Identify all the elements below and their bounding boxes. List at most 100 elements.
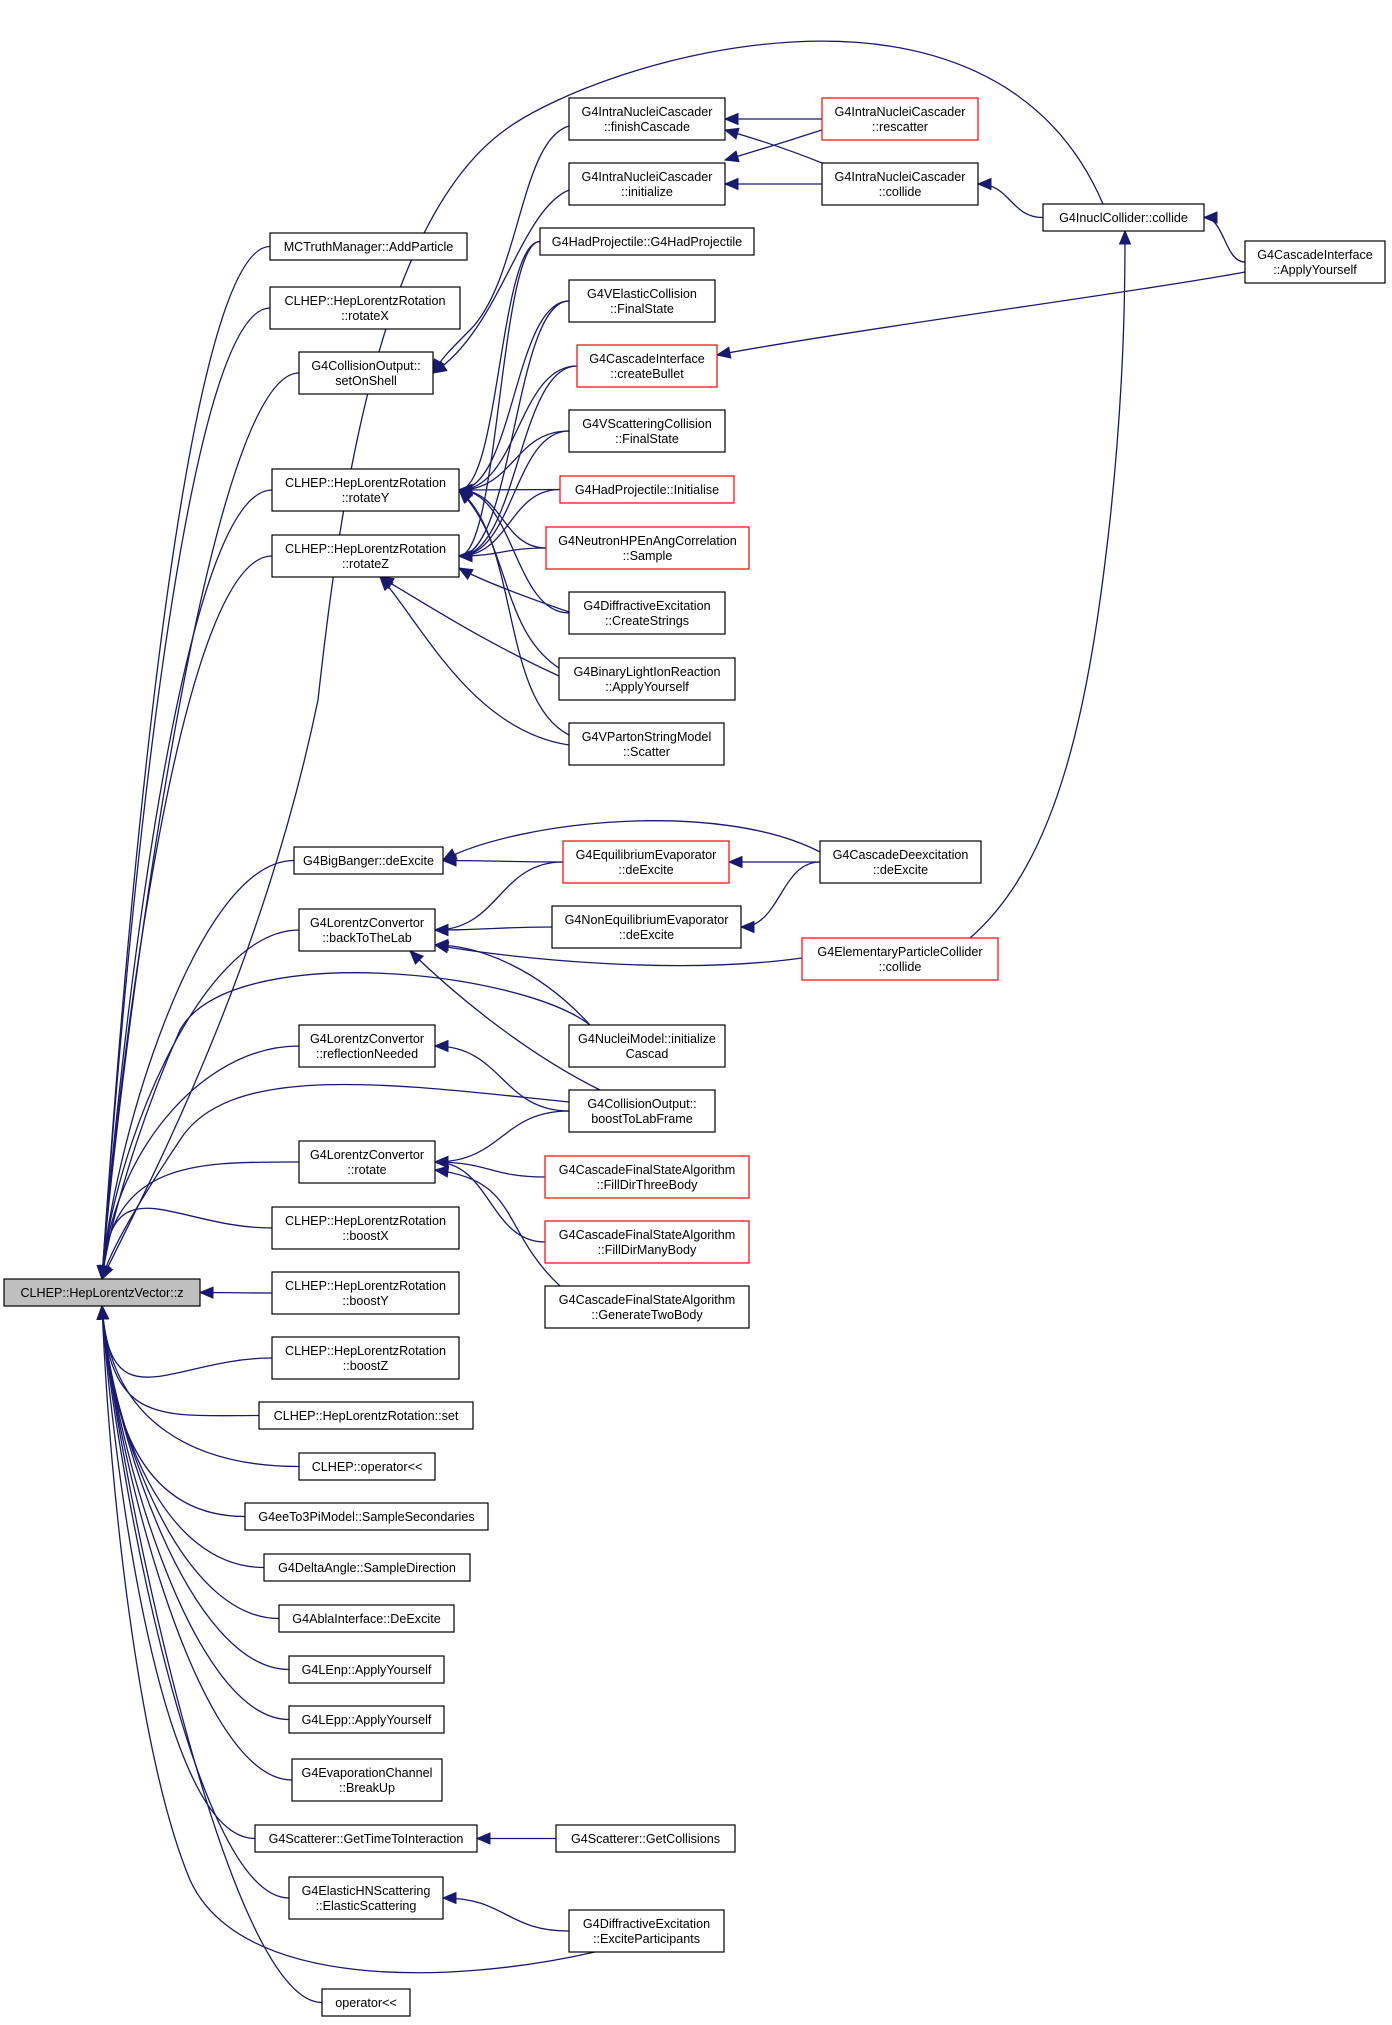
graph-node-neutronHP[interactable]: G4NeutronHPEnAngCorrelation::Sample [545,526,750,570]
graph-node-boostY[interactable]: CLHEP::HepLorentzRotation::boostY [271,1271,460,1315]
graph-node-backToLab[interactable]: G4LorentzConvertor::backToTheLab [298,908,436,952]
arrowhead-vparton-to-rotZ [379,576,394,592]
graph-node-ablaDe[interactable]: G4AblaInterface::DeExcite [278,1604,455,1633]
node-label: G4NeutronHPEnAngCorrelation [558,534,737,548]
graph-node-diffCreate[interactable]: G4DiffractiveExcitation::CreateStrings [568,591,726,635]
arrowhead-nucleiInit-to-backToLab [433,938,449,952]
graph-node-fsThree[interactable]: G4CascadeFinalStateAlgorithm::FillDirThr… [544,1155,750,1199]
graph-node-hlrSet[interactable]: CLHEP::HepLorentzRotation::set [258,1401,474,1430]
call-edge-cascApply-to-casCreateBullet [716,271,1246,356]
node-box [258,1401,474,1430]
graph-node-incFinish[interactable]: G4IntraNucleiCascader::finishCascade [568,97,726,141]
graph-node-lenp[interactable]: G4LEnp::ApplyYourself [288,1655,445,1684]
node-box [269,286,461,330]
graph-node-fsMany[interactable]: G4CascadeFinalStateAlgorithm::FillDirMan… [544,1220,750,1264]
node-box [562,840,730,884]
node-label: G4VPartonStringModel [582,730,712,744]
node-label: ::FinalState [615,432,679,446]
call-edges [96,40,1246,2004]
node-label: G4NonEquilibriumEvaporator [565,913,729,927]
graph-node-hadProjCtor[interactable]: G4HadProjectile::G4HadProjectile [539,227,755,256]
node-label: ::boostZ [343,1359,389,1373]
arrowhead-elemPart-to-inuclColl [1118,229,1132,245]
graph-node-vparton[interactable]: G4VPartonStringModel::Scatter [568,722,725,766]
graph-node-opLL[interactable]: operator<< [321,1988,411,2017]
arrowhead-cascDeexc-to-noneqEvap [739,920,755,934]
graph-node-lepp[interactable]: G4LEpp::ApplyYourself [288,1705,445,1734]
graph-node-rotY[interactable]: CLHEP::HepLorentzRotation::rotateY [271,468,460,512]
node-label: ::FillDirThreeBody [597,1178,698,1192]
graph-node-deltaAngle[interactable]: G4DeltaAngle::SampleDirection [263,1553,471,1582]
graph-node-casCreateBullet[interactable]: G4CascadeInterface::createBullet [576,344,718,388]
graph-node-scatGetColl[interactable]: G4Scatterer::GetCollisions [555,1824,736,1853]
graph-node-elasticHN[interactable]: G4ElasticHNScattering::ElasticScattering [288,1876,444,1920]
graph-node-z[interactable]: CLHEP::HepLorentzVector::z [3,1278,201,1307]
node-label: ::deExcite [873,863,928,877]
graph-node-noneqEvap[interactable]: G4NonEquilibriumEvaporator::deExcite [551,905,742,949]
node-box [271,1336,460,1380]
graph-node-boostX[interactable]: CLHEP::HepLorentzRotation::boostX [271,1206,460,1250]
graph-node-cascApply[interactable]: G4CascadeInterface::ApplyYourself [1244,240,1386,284]
graph-node-rotZ[interactable]: CLHEP::HepLorentzRotation::rotateZ [271,534,460,578]
call-edge-nucleiInit-to-backToLab [434,944,591,1026]
call-edge-fsThree-to-lcRotate [434,1161,546,1178]
call-edge-ee3pi-to-z [101,1305,246,1518]
call-edge-collBoost-to-reflNeeded [434,1045,570,1112]
graph-node-evapCh[interactable]: G4EvaporationChannel::BreakUp [291,1758,443,1802]
call-edge-hadProjInit-to-rotY [458,488,561,491]
arrowhead-collBoost-to-z [99,1264,112,1281]
node-label: G4CascadeFinalStateAlgorithm [559,1163,735,1177]
graph-node-clhepOp[interactable]: CLHEP::operator<< [298,1452,436,1481]
graph-node-vscatter[interactable]: G4VScatteringCollision::FinalState [568,409,726,453]
graph-node-ee3pi[interactable]: G4eeTo3PiModel::SampleSecondaries [244,1502,489,1531]
call-edge-fsMany-to-lcRotate [434,1161,546,1243]
graph-node-elemPart[interactable]: G4ElementaryParticleCollider::collide [801,937,999,981]
call-edge-vscatter-to-rotY [458,430,570,491]
graph-node-fsTwo[interactable]: G4CascadeFinalStateAlgorithm::GenerateTw… [544,1285,750,1329]
node-label: CLHEP::HepLorentzRotation [285,1214,446,1228]
graph-node-eqEvap[interactable]: G4EquilibriumEvaporator::deExcite [562,840,730,884]
node-label: ::deExcite [618,863,673,877]
node-box [1244,240,1386,284]
graph-node-inuclColl[interactable]: G4InuclCollider::collide [1042,203,1205,232]
call-edge-rotZ-to-z [101,555,273,1280]
node-box [801,937,999,981]
graph-node-cascDeexc[interactable]: G4CascadeDeexcitation::deExcite [819,840,982,884]
node-label: G4CascadeFinalStateAlgorithm [559,1228,735,1242]
graph-node-collBoost[interactable]: G4CollisionOutput::boostToLabFrame [568,1089,716,1133]
node-box [568,591,726,635]
call-edge-bigbanger-to-z [101,859,295,1280]
graph-node-rotX[interactable]: CLHEP::HepLorentzRotation::rotateX [269,286,461,330]
graph-node-boostZ[interactable]: CLHEP::HepLorentzRotation::boostZ [271,1336,460,1380]
arrowhead-cascApply-to-inuclColl [1202,211,1218,224]
node-label: ::BreakUp [339,1781,395,1795]
call-edge-opLL-to-z [101,1305,323,2004]
graph-node-diffExcite[interactable]: G4DiffractiveExcitation::ExciteParticipa… [568,1909,725,1953]
graph-node-incCollide[interactable]: G4IntraNucleiCascader::collide [821,162,979,206]
graph-node-hadProjInit[interactable]: G4HadProjectile::Initialise [559,475,735,504]
graph-node-reflNeeded[interactable]: G4LorentzConvertor::reflectionNeeded [298,1024,436,1068]
graph-node-scatGetTime[interactable]: G4Scatterer::GetTimeToInteraction [254,1824,478,1853]
call-edge-diffCreate-to-rotY [458,489,570,614]
graph-node-bigbanger[interactable]: G4BigBanger::deExcite [293,846,444,875]
graph-node-binaryLight[interactable]: G4BinaryLightIonReaction::ApplyYourself [558,657,736,701]
node-box [545,526,750,570]
node-label: ::ExciteParticipants [593,1932,700,1946]
graph-node-lcRotate[interactable]: G4LorentzConvertor::rotate [298,1140,436,1184]
arrowhead-collBoost-to-reflNeeded [433,1039,449,1053]
node-box [555,1824,736,1853]
call-edge-binaryLight-to-rotY [458,489,560,669]
node-label: G4HadProjectile::G4HadProjectile [552,235,742,249]
call-edge-hadProjCtor-to-rotZ [458,240,541,557]
call-edge-casCreateBullet-to-rotY [458,365,578,491]
node-box [288,1705,445,1734]
node-box [539,227,755,256]
node-box [244,1502,489,1531]
graph-node-addp[interactable]: MCTruthManager::AddParticle [269,232,468,261]
node-label: G4ElementaryParticleCollider [817,945,982,959]
graph-node-velastic[interactable]: G4VElasticCollision::FinalState [568,279,716,323]
graph-node-setOnShell[interactable]: G4CollisionOutput::setOnShell [298,351,434,395]
graph-node-incRescatter[interactable]: G4IntraNucleiCascader::rescatter [821,97,979,141]
graph-node-incInit[interactable]: G4IntraNucleiCascader::initialize [568,162,726,206]
